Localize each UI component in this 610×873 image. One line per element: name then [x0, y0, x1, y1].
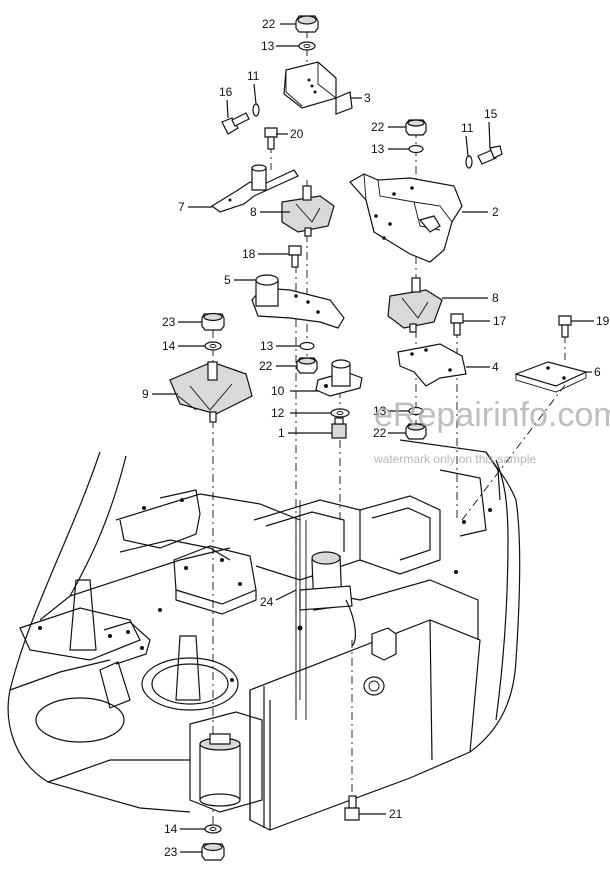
- callout-1: 1: [278, 426, 285, 440]
- leader-lines: [152, 23, 594, 853]
- watermark-note: watermark only on this sample: [373, 452, 536, 466]
- callout-22-right: 22: [371, 120, 385, 134]
- callout-8-left: 8: [250, 205, 257, 219]
- callout-23-bottom: 23: [164, 845, 178, 859]
- bracket-5: [251, 274, 345, 329]
- watermark: eRepairinfo.com watermark only on this s…: [373, 396, 610, 466]
- washer-13-right: [408, 144, 424, 154]
- callout-8-right: 8: [492, 291, 499, 305]
- nut-22-mid: [296, 357, 318, 374]
- callout-3: 3: [364, 91, 371, 105]
- callout-13-right: 13: [371, 142, 385, 156]
- callout-21: 21: [389, 807, 403, 821]
- bolt-19: [558, 315, 572, 338]
- bolt-17: [450, 313, 464, 336]
- callout-9: 9: [142, 387, 149, 401]
- plate-4: [397, 343, 467, 387]
- washer-11-left: [252, 103, 260, 117]
- callout-14-bottom: 14: [164, 822, 178, 836]
- bracket-10: [315, 359, 363, 397]
- callout-17: 17: [493, 314, 507, 328]
- fitting-1: [331, 417, 347, 439]
- plate-6: [514, 361, 588, 393]
- callout-18: 18: [242, 247, 256, 261]
- nut-22-right: [405, 119, 427, 136]
- bolt-21: [344, 795, 360, 821]
- nut-22-top: [295, 15, 319, 33]
- callout-13-low: 13: [373, 404, 387, 418]
- bolt-15: [477, 145, 503, 165]
- callout-24: 24: [260, 595, 274, 609]
- callout-13-mid: 13: [260, 339, 274, 353]
- callout-19: 19: [596, 314, 610, 328]
- nut-22-low: [405, 423, 427, 440]
- callout-2: 2: [492, 205, 499, 219]
- callout-22-mid: 22: [259, 359, 273, 373]
- bracket-3: [283, 61, 353, 115]
- callout-22-top: 22: [262, 17, 276, 31]
- callout-labels: 22 13 11 3 16 20 22 13 11 15 7 8 2 18 5 …: [142, 17, 610, 859]
- washer-14-bottom: [204, 824, 222, 834]
- watermark-site: eRepairinfo.com: [374, 396, 610, 434]
- mount-8-left: [281, 185, 335, 237]
- nut-23-bottom: [201, 842, 225, 861]
- washer-14-left: [204, 341, 222, 351]
- callout-23-left: 23: [162, 315, 176, 329]
- callout-13-top: 13: [261, 39, 275, 53]
- mount-9: [169, 361, 253, 423]
- bolt-18: [288, 245, 302, 268]
- callout-11-right: 11: [461, 121, 474, 135]
- machine-frame: [7, 439, 521, 831]
- washer-11-right: [465, 155, 473, 169]
- callout-11-left: 11: [247, 69, 260, 83]
- washer-13-top: [298, 41, 316, 51]
- callout-20: 20: [290, 127, 304, 141]
- bracket-7: [210, 164, 299, 213]
- callout-7: 7: [178, 200, 185, 214]
- nut-23-left: [201, 312, 225, 331]
- callout-4: 4: [492, 360, 499, 374]
- callout-16: 16: [219, 85, 233, 99]
- bolt-16: [221, 112, 250, 135]
- callout-10: 10: [271, 384, 285, 398]
- callout-22-low: 22: [373, 426, 387, 440]
- washer-12: [330, 408, 350, 418]
- mount-8-right: [387, 277, 443, 333]
- callout-14-left: 14: [162, 339, 176, 353]
- bracket-2: [349, 173, 463, 263]
- callout-12: 12: [271, 406, 285, 420]
- bolt-20: [264, 127, 278, 150]
- washer-13-mid: [299, 341, 315, 351]
- callout-5: 5: [224, 273, 231, 287]
- callout-6: 6: [594, 365, 601, 379]
- callout-15: 15: [484, 107, 498, 121]
